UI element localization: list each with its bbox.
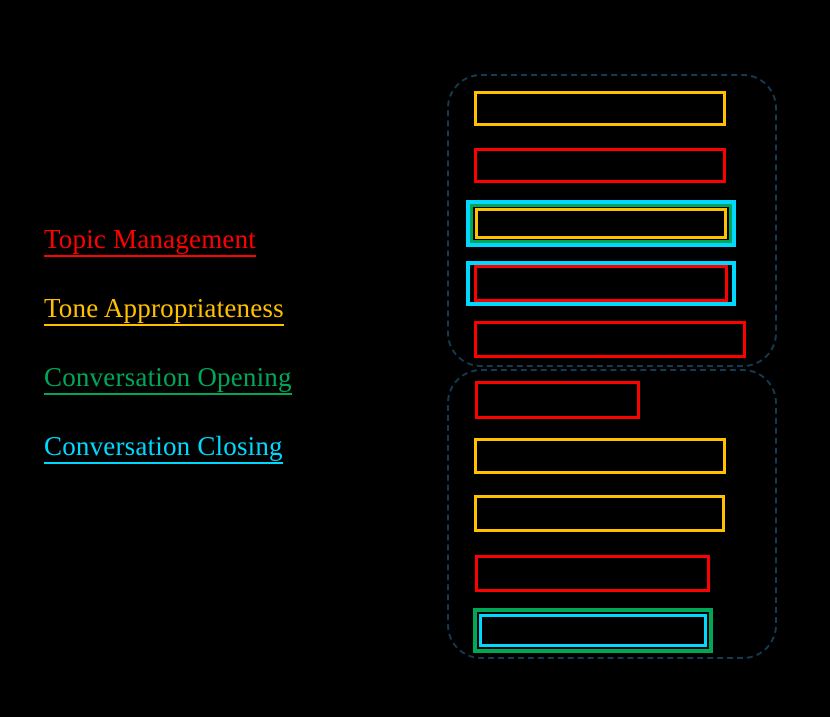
legend-item-conversation-closing[interactable]: Conversation Closing: [44, 431, 404, 464]
annotation-1-5-layer-1[interactable]: [474, 321, 746, 358]
annotation-2-3-layer-1[interactable]: [474, 495, 725, 532]
legend-item-conversation-opening[interactable]: Conversation Opening: [44, 362, 404, 395]
annotation-1-1-layer-1[interactable]: [474, 91, 726, 126]
legend-label-tone-appropriateness: Tone Appropriateness: [44, 293, 284, 326]
legend-label-conversation-opening: Conversation Opening: [44, 362, 292, 395]
annotation-2-5-layer-2[interactable]: [479, 614, 707, 647]
annotation-1-2-layer-1[interactable]: [474, 148, 726, 183]
annotation-1-3-layer-2[interactable]: [470, 204, 732, 243]
legend-item-tone-appropriateness[interactable]: Tone Appropriateness: [44, 293, 404, 326]
legend-item-topic-management[interactable]: Topic Management: [44, 224, 404, 257]
annotation-1-4-layer-2[interactable]: [474, 265, 728, 302]
legend-label-conversation-closing: Conversation Closing: [44, 431, 283, 464]
annotation-1-3-layer-1[interactable]: [466, 200, 736, 247]
document-block: [447, 74, 777, 367]
legend-label-topic-management: Topic Management: [44, 224, 256, 257]
annotation-2-5-layer-1[interactable]: [473, 608, 713, 653]
annotation-2-2-layer-1[interactable]: [474, 438, 726, 474]
annotation-1-3-layer-3[interactable]: [475, 208, 727, 239]
legend: Topic Management Tone Appropriateness Co…: [44, 224, 404, 500]
document-block: [447, 369, 777, 659]
annotation-1-4-layer-1[interactable]: [466, 261, 736, 306]
annotation-2-1-layer-1[interactable]: [475, 381, 640, 419]
annotation-2-4-layer-1[interactable]: [475, 555, 710, 592]
